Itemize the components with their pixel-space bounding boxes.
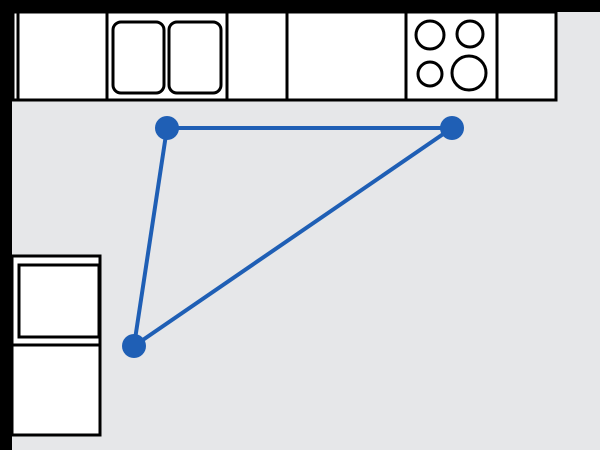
fridge-node [122, 334, 146, 358]
left-wall [0, 0, 12, 450]
top-wall [0, 0, 600, 12]
stove-icon [414, 19, 488, 92]
edge-stove-fridge [132, 126, 454, 348]
sink-node [155, 116, 179, 140]
stove-node [440, 116, 464, 140]
edge-fridge-sink [132, 127, 169, 347]
work-triangle [132, 126, 454, 348]
sink-icon [111, 20, 223, 95]
refrigerator-icon [17, 263, 101, 339]
